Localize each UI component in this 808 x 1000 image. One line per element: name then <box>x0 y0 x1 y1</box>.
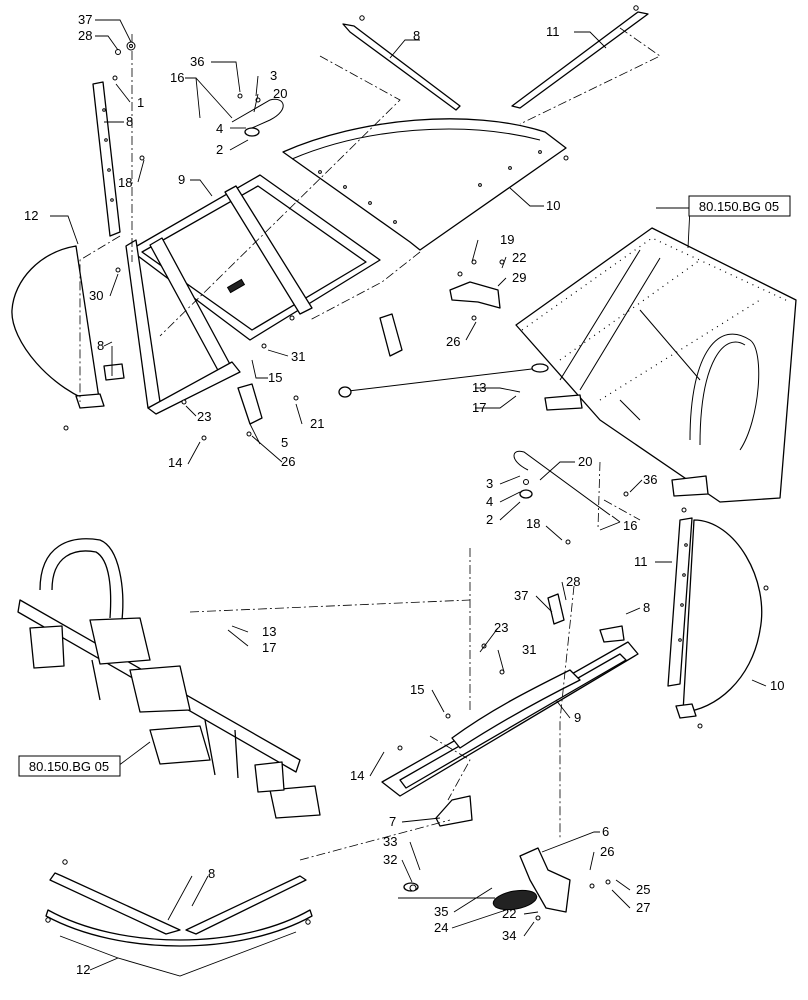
rod-13-upper <box>339 367 541 393</box>
callout: 4 <box>216 121 223 136</box>
callout: 27 <box>636 900 650 915</box>
callout: 34 <box>502 928 516 943</box>
callout: 11 <box>634 554 648 569</box>
reference-box-bottom-label: 80.150.BG 05 <box>29 759 109 774</box>
callout: 8 <box>208 866 215 881</box>
seal-strip-11-top <box>511 11 649 109</box>
callout: 22 <box>512 250 526 265</box>
callout: 11 <box>546 24 560 39</box>
callout: 29 <box>512 270 526 285</box>
spring-20-lower <box>513 450 611 516</box>
callout: 8 <box>97 338 104 353</box>
callout: 14 <box>350 768 364 783</box>
callout: 22 <box>502 906 516 921</box>
seal-strip-8-left <box>92 81 121 237</box>
frame-9-upper <box>125 174 381 415</box>
callout: 16 <box>623 518 637 533</box>
callout: 9 <box>178 172 185 187</box>
callout: 14 <box>168 455 182 470</box>
lower-right-exploded-assembly <box>381 450 763 913</box>
callout: 20 <box>273 86 287 101</box>
hardware <box>63 41 769 921</box>
callout: 18 <box>118 175 132 190</box>
bracket-5 <box>237 383 263 425</box>
spring-24 <box>492 889 538 911</box>
bracket-6 <box>519 847 571 913</box>
spring-20-upper <box>231 98 284 129</box>
callout: 30 <box>89 288 103 303</box>
callout: 12 <box>76 962 90 977</box>
callout: 2 <box>486 512 493 527</box>
callout: 2 <box>216 142 223 157</box>
callout: 17 <box>472 400 486 415</box>
seal-strip-11-lower <box>667 517 693 687</box>
leader-lines <box>50 19 767 977</box>
callout: 26 <box>446 334 460 349</box>
phantom-lines <box>79 27 661 861</box>
reference-box-top-label: 80.150.BG 05 <box>699 199 779 214</box>
callout: 18 <box>526 516 540 531</box>
callout: 15 <box>268 370 282 385</box>
seal-strip-8-top <box>342 23 461 111</box>
callout: 26 <box>600 844 614 859</box>
shield-panel-10 <box>282 118 567 251</box>
callout: 12 <box>24 208 38 223</box>
upper-exploded-assembly <box>11 5 649 425</box>
shield-panel-12-upper <box>11 245 101 406</box>
callout: 36 <box>190 54 204 69</box>
callout: 8 <box>126 114 133 129</box>
upper-right-assembly <box>515 227 797 503</box>
bottom-exploded-assembly <box>45 859 313 947</box>
callout: 5 <box>281 435 288 450</box>
shield-panel-10-lower <box>682 519 763 713</box>
reference-box-top[interactable]: 80.150.BG 05 <box>688 195 791 217</box>
callout: 19 <box>500 232 514 247</box>
callout: 31 <box>291 349 305 364</box>
callout: 37 <box>78 12 92 27</box>
callout: 7 <box>389 814 396 829</box>
callout: 37 <box>514 588 528 603</box>
callout: 36 <box>643 472 657 487</box>
callout: 9 <box>574 710 581 725</box>
shield-panel-12-lower <box>45 909 313 947</box>
callout: 20 <box>578 454 592 469</box>
callout: 13 <box>472 380 486 395</box>
callout: 21 <box>310 416 324 431</box>
callout-labels: 37 28 1 8 36 16 3 20 4 2 18 9 12 30 8 8 … <box>24 12 784 977</box>
callout: 25 <box>636 882 650 897</box>
callout: 17 <box>262 640 276 655</box>
callout: 24 <box>434 920 448 935</box>
callout: 23 <box>494 620 508 635</box>
callout: 26 <box>281 454 295 469</box>
callout: 1 <box>137 95 144 110</box>
callout: 33 <box>383 834 397 849</box>
callout: 15 <box>410 682 424 697</box>
callout: 8 <box>643 600 650 615</box>
seal-strip-8-lower-left <box>49 872 181 935</box>
bracket-29 <box>449 281 501 309</box>
callout: 28 <box>78 28 92 43</box>
callout: 3 <box>486 476 493 491</box>
bracket-7 <box>435 795 473 827</box>
callout: 10 <box>770 678 784 693</box>
callout: 16 <box>170 70 184 85</box>
callout: 35 <box>434 904 448 919</box>
callout: 23 <box>197 409 211 424</box>
callout: 3 <box>270 68 277 83</box>
callout: 8 <box>413 28 420 43</box>
callout: 13 <box>262 624 276 639</box>
reference-box-bottom[interactable]: 80.150.BG 05 <box>18 755 121 777</box>
lower-left-assembly <box>17 538 321 819</box>
seal-strip-8-lower-right <box>185 875 307 935</box>
callout: 28 <box>566 574 580 589</box>
callout: 4 <box>486 494 493 509</box>
callout: 31 <box>522 642 536 657</box>
callout: 32 <box>383 852 397 867</box>
callout: 6 <box>602 824 609 839</box>
callout: 10 <box>546 198 560 213</box>
